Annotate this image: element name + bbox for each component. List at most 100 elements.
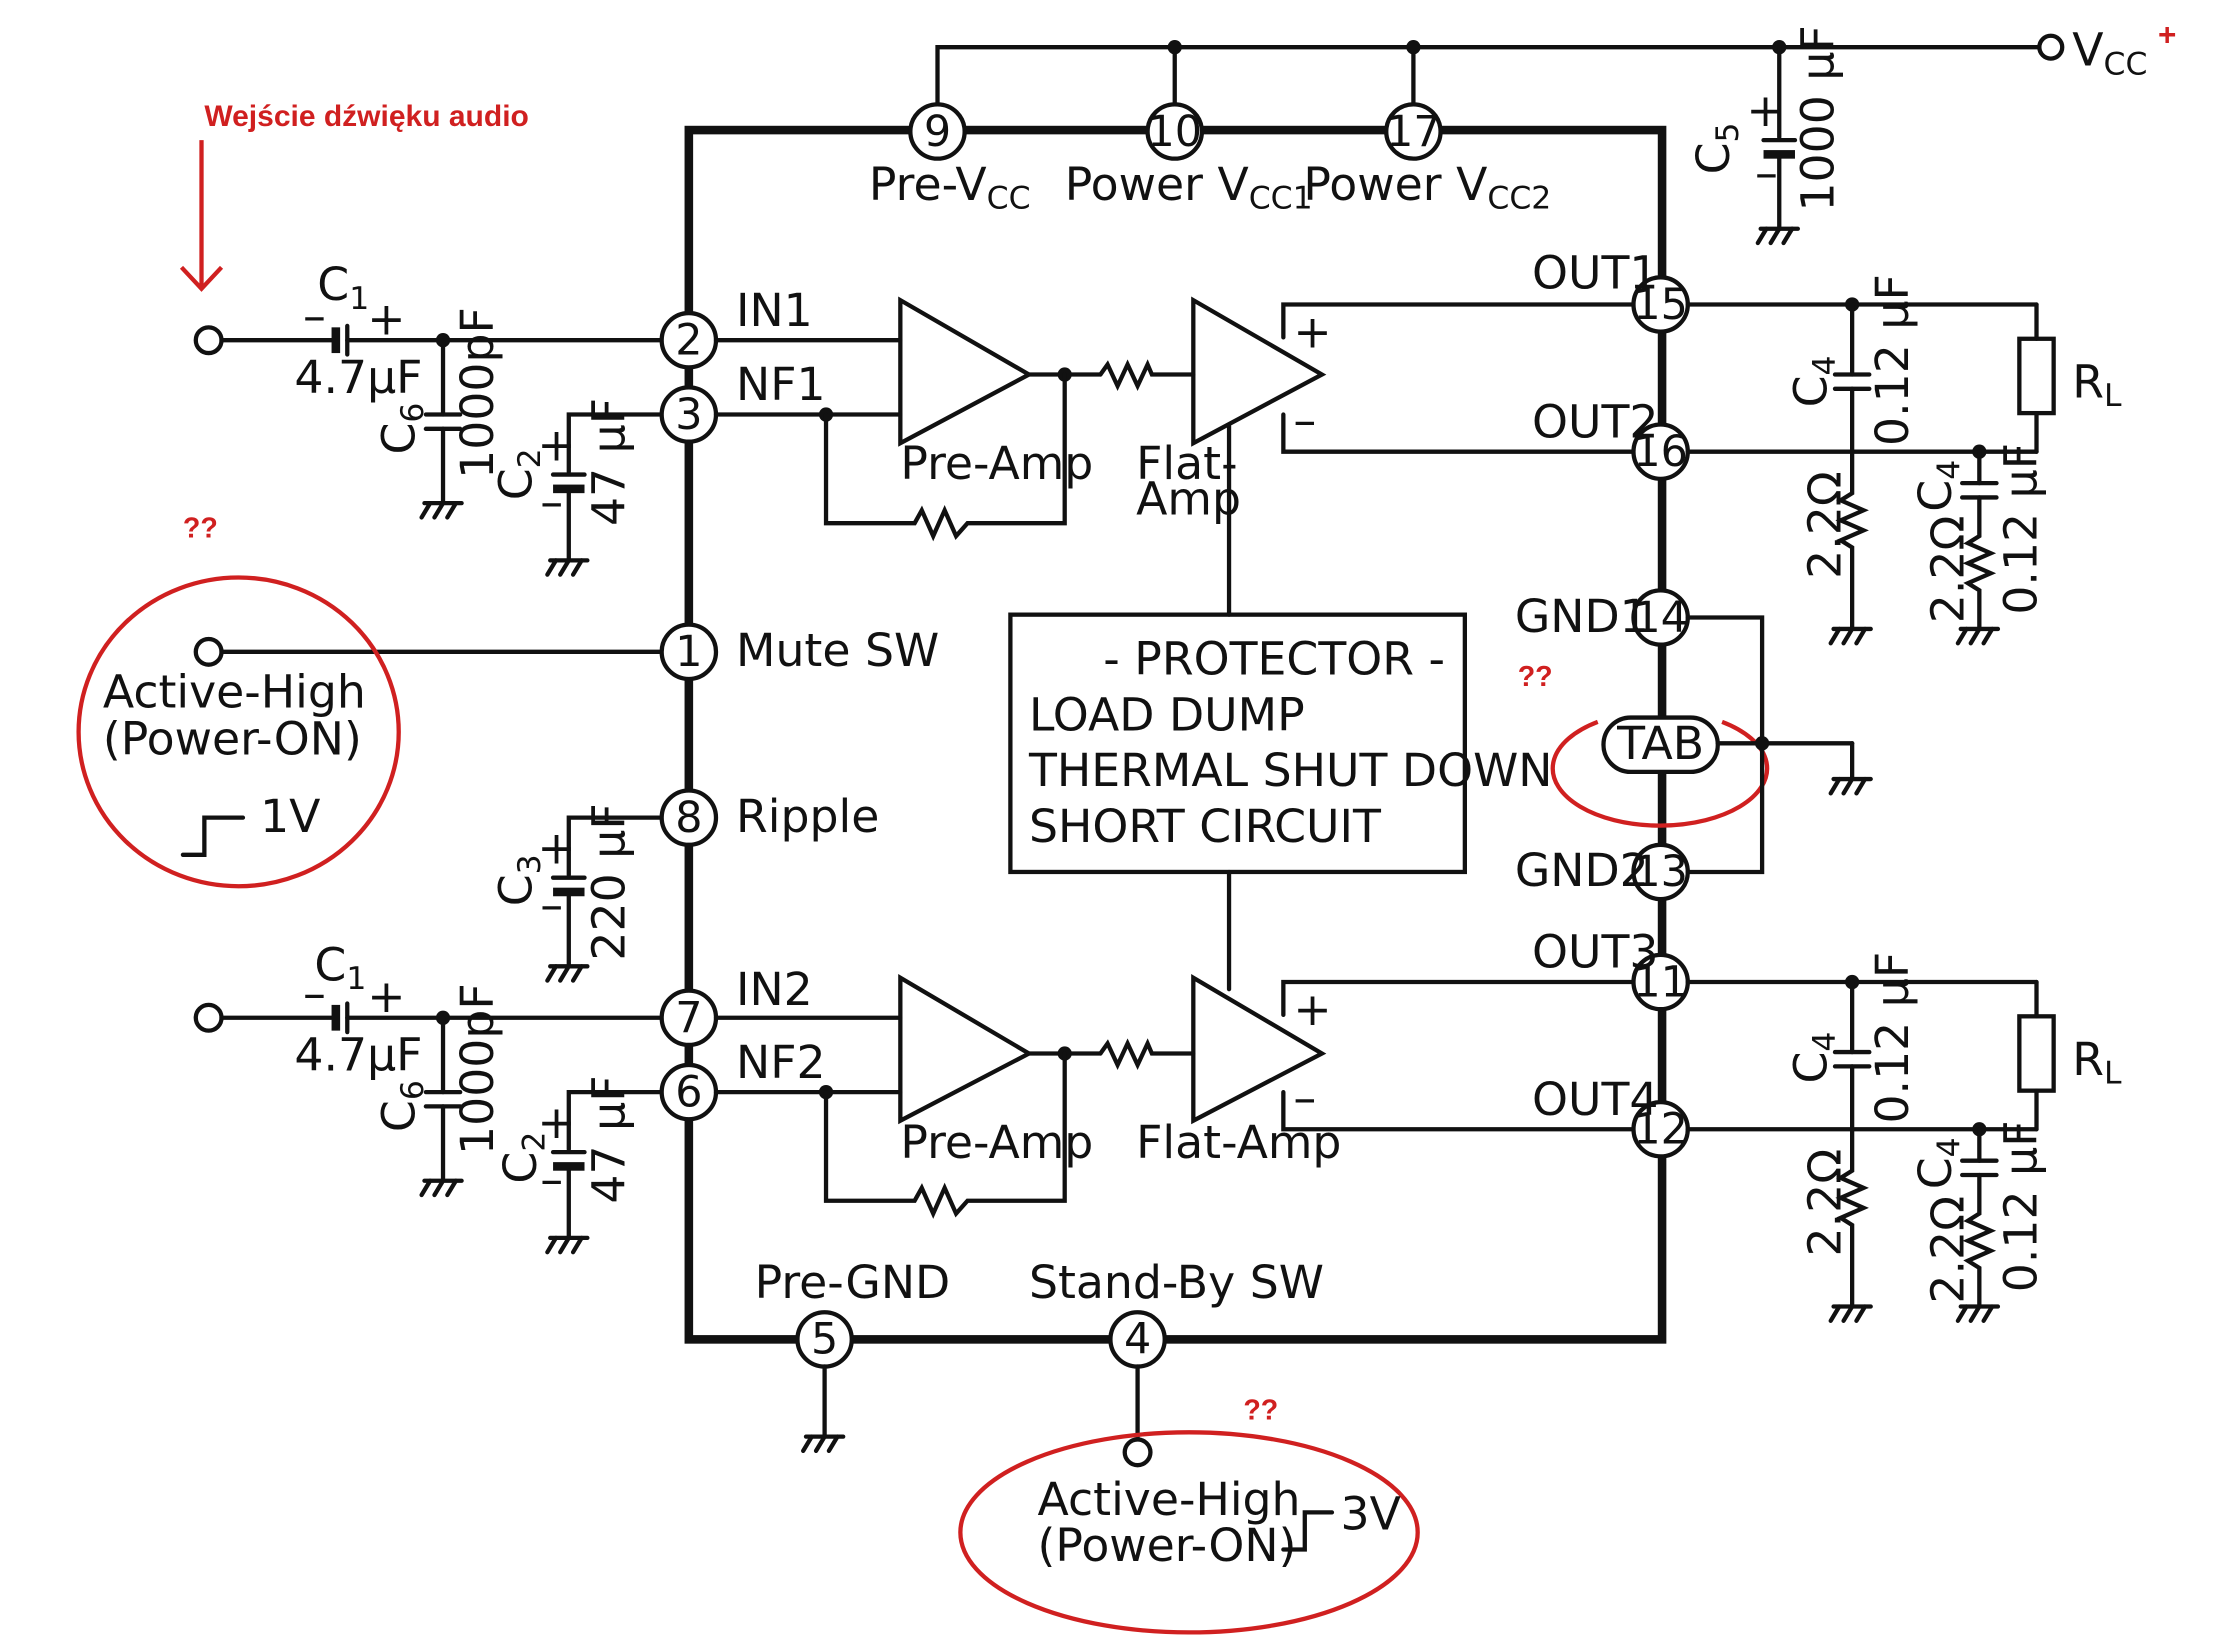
pin-17: 17 xyxy=(1384,102,1443,161)
channel-1-amplifier: + – Pre-Amp Flat- Amp xyxy=(713,296,1636,617)
tab-highlight-arc xyxy=(1550,719,1770,828)
vcc-terminal xyxy=(2037,33,2065,61)
ground-icon xyxy=(545,964,590,983)
pin-4: 4 xyxy=(1108,1310,1167,1468)
svg-text:9: 9 xyxy=(924,107,951,157)
nf1-label: NF1 xyxy=(736,358,826,411)
pin-15: 15 xyxy=(1631,275,1690,334)
ground-icon xyxy=(1955,626,2001,646)
c5-label: C5 xyxy=(1687,122,1746,174)
pin-9: 9 xyxy=(908,102,967,161)
snubber-r-series-value: 2.2Ω xyxy=(1922,516,1975,624)
ground-icon xyxy=(1955,1304,2001,1323)
c3-label: C3 xyxy=(490,854,549,906)
out4-label: OUT4 xyxy=(1532,1073,1658,1126)
ground-icon xyxy=(1755,226,1800,246)
pre-vcc-label: Pre-VCC xyxy=(869,158,1031,217)
pre-gnd-label: Pre-GND xyxy=(755,1256,951,1309)
c4b-series-label: C4 xyxy=(1909,1137,1968,1189)
flat-amp-1-label-a: Flat- xyxy=(1136,437,1237,490)
ground-icon xyxy=(419,1178,464,1198)
svg-text:–: – xyxy=(540,1153,563,1206)
channel-2-amplifier: + – Pre-Amp Flat-Amp xyxy=(713,869,1636,1219)
pin-7: 7 xyxy=(659,988,719,1048)
svg-text:–: – xyxy=(1755,147,1778,200)
in2-label: IN2 xyxy=(736,963,813,1016)
c5-value: 1000 μF xyxy=(1792,25,1845,211)
c4-series-value: 0.12 μF xyxy=(1995,443,2048,615)
in1-label: IN1 xyxy=(736,284,813,337)
vcc-plus-mark: + xyxy=(2158,18,2176,53)
svg-text:8: 8 xyxy=(675,793,702,843)
vcc-label: VCC xyxy=(2072,24,2147,83)
c4b-label: C4 xyxy=(1784,1032,1843,1084)
snubber-rb-value: 2.2Ω xyxy=(1799,1149,1852,1257)
svg-text:–: – xyxy=(1293,1072,1316,1125)
input-2-terminal xyxy=(193,1002,224,1033)
mute-unknown-mark: ?? xyxy=(183,512,218,544)
mute-state: (Power-ON) xyxy=(103,713,362,766)
mute-level: 1V xyxy=(260,790,320,843)
pin-8: 8 xyxy=(659,788,719,847)
standby-mode: Active-High xyxy=(1038,1473,1301,1526)
protector-block: - PROTECTOR - LOAD DUMP THERMAL SHUT DOW… xyxy=(1008,612,1553,875)
ground-icon xyxy=(545,1235,590,1255)
output-1-network: RL C4 0.12 μF 2.2Ω C4 2.2Ω 0.12 μF xyxy=(1685,274,2122,646)
flat-amp-1-label-b: Amp xyxy=(1136,473,1241,526)
flat-amp-2-label: Flat-Amp xyxy=(1136,1116,1341,1169)
pin-10: 10 xyxy=(1145,102,1205,161)
c2-value: 47 μF xyxy=(583,398,636,526)
c4-label: C4 xyxy=(1784,355,1843,407)
svg-text:13: 13 xyxy=(1633,847,1688,897)
svg-text:6: 6 xyxy=(675,1067,702,1117)
snubber-r-value: 2.2Ω xyxy=(1799,471,1852,579)
svg-text:+: + xyxy=(537,418,575,471)
pre-amp-1 xyxy=(898,296,1034,447)
svg-text:10: 10 xyxy=(1147,107,1202,157)
svg-text:5: 5 xyxy=(811,1315,838,1365)
c4b-value: 0.12 μF xyxy=(1866,952,1919,1124)
ground-icon xyxy=(545,558,590,577)
rl-1-label: RL xyxy=(2072,355,2122,414)
c6-label: C6 xyxy=(372,403,431,455)
pre-amp-2-label: Pre-Amp xyxy=(900,1116,1093,1169)
svg-text:14: 14 xyxy=(1633,593,1688,643)
snubber-rb-series-value: 2.2Ω xyxy=(1922,1196,1975,1304)
protector-title: - PROTECTOR - xyxy=(1103,633,1445,686)
svg-text:–: – xyxy=(303,290,326,343)
ripple-label: Ripple xyxy=(736,790,879,843)
ripple-network: + – C3 220 μF xyxy=(490,803,663,983)
tab-ground: TAB xyxy=(1550,615,1873,875)
c6b-value: 1000pF xyxy=(451,983,504,1155)
step-up-icon xyxy=(1281,1510,1335,1552)
pin-13: 13 xyxy=(1631,842,1690,902)
pin-5: 5 xyxy=(795,1310,854,1454)
out3-label: OUT3 xyxy=(1532,926,1658,979)
flat-amp-2 xyxy=(1191,973,1327,1125)
svg-text:–: – xyxy=(303,967,326,1020)
c4b-series-value: 0.12 μF xyxy=(1995,1120,2048,1292)
pin-14: 14 xyxy=(1631,588,1690,647)
tab-label: TAB xyxy=(1616,717,1704,770)
c3-value: 220 μF xyxy=(583,803,636,960)
pin-1: 1 xyxy=(659,622,719,682)
svg-text:+: + xyxy=(537,821,575,874)
standby-highlight-circle xyxy=(958,1430,1420,1635)
svg-text:–: – xyxy=(1293,394,1316,447)
ground-icon xyxy=(1828,776,1873,796)
input-1-terminal xyxy=(193,325,224,356)
c5-capacitor: + – C5 1000 μF xyxy=(1687,25,1845,246)
protector-line-2: THERMAL SHUT DOWN xyxy=(1028,744,1553,797)
c6b-label: C6 xyxy=(372,1080,431,1132)
c1b-label: C1 xyxy=(314,939,366,998)
mute-sw-label: Mute SW xyxy=(736,624,939,677)
standby-terminal xyxy=(1122,1437,1153,1468)
vcc-rail: VCC xyxy=(935,24,2147,108)
c4-series-label: C4 xyxy=(1909,460,1968,512)
tab-unknown-mark: ?? xyxy=(1518,661,1553,693)
c4-value: 0.12 μF xyxy=(1866,274,1919,446)
nf2-label: NF2 xyxy=(736,1036,826,1089)
gnd1-label: GND1 xyxy=(1515,590,1649,643)
svg-text:+: + xyxy=(367,292,405,345)
